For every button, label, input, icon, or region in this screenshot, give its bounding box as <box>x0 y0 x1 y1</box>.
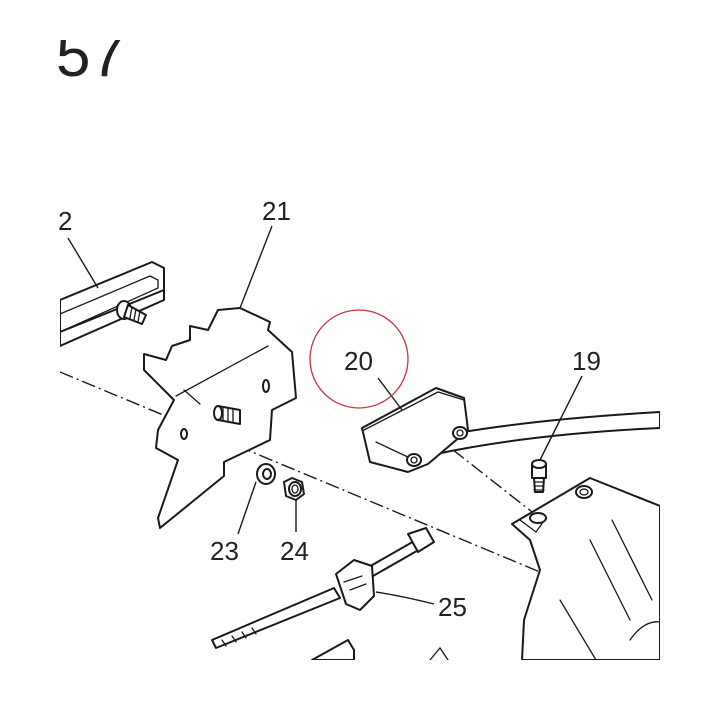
callout-24: 24 <box>280 536 309 566</box>
callout-23: 23 <box>210 536 239 566</box>
callout-20: 20 <box>344 346 373 376</box>
callout-21: 21 <box>262 196 291 226</box>
highlight-circle <box>309 309 409 409</box>
leader-19 <box>539 375 583 461</box>
nut-part-24 <box>283 477 305 501</box>
leader-25 <box>375 591 435 605</box>
screw-part-19 <box>531 459 547 493</box>
leader-21 <box>239 225 273 309</box>
callout-25: 25 <box>438 592 467 622</box>
callout-2: 2 <box>58 206 72 236</box>
sensor-part-20 <box>361 387 660 473</box>
bracket-part-21 <box>143 307 297 529</box>
page-number-fragment: 57 <box>56 21 125 90</box>
washer-part-23 <box>256 463 276 485</box>
cable-tie-part-25 <box>211 527 435 649</box>
leader-23 <box>237 481 257 535</box>
leader-2 <box>67 237 99 289</box>
housing-part <box>311 477 660 660</box>
leader-20 <box>377 377 403 411</box>
callout-19: 19 <box>572 346 601 376</box>
rail-part-2 <box>60 261 165 347</box>
